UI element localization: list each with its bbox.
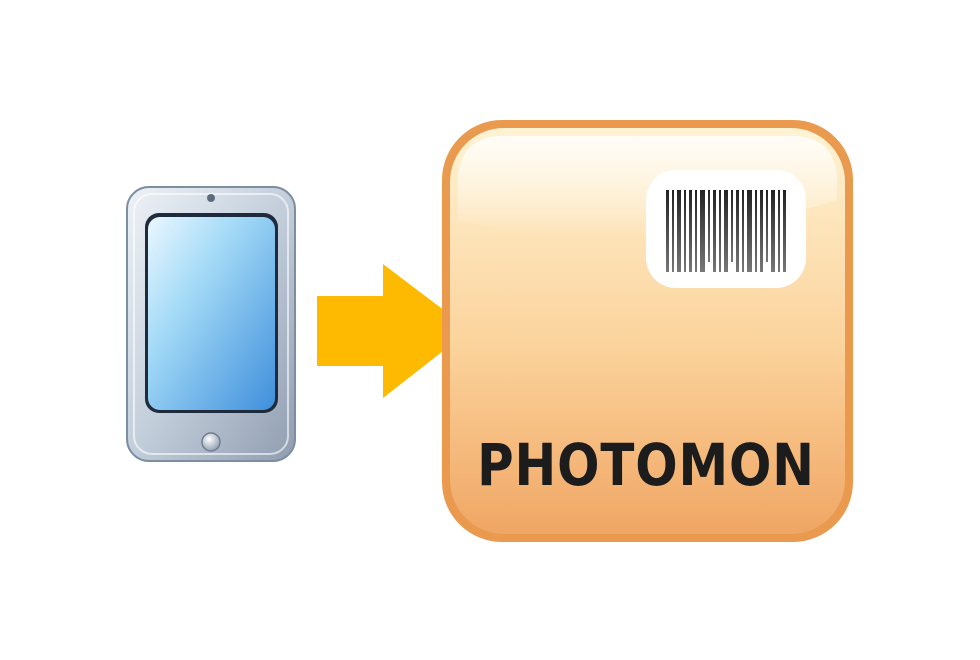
barcode-icon <box>646 170 806 288</box>
arrow-right-icon <box>317 264 470 398</box>
smartphone-icon <box>126 186 296 462</box>
brand-name: PHOTOMON <box>477 431 815 499</box>
